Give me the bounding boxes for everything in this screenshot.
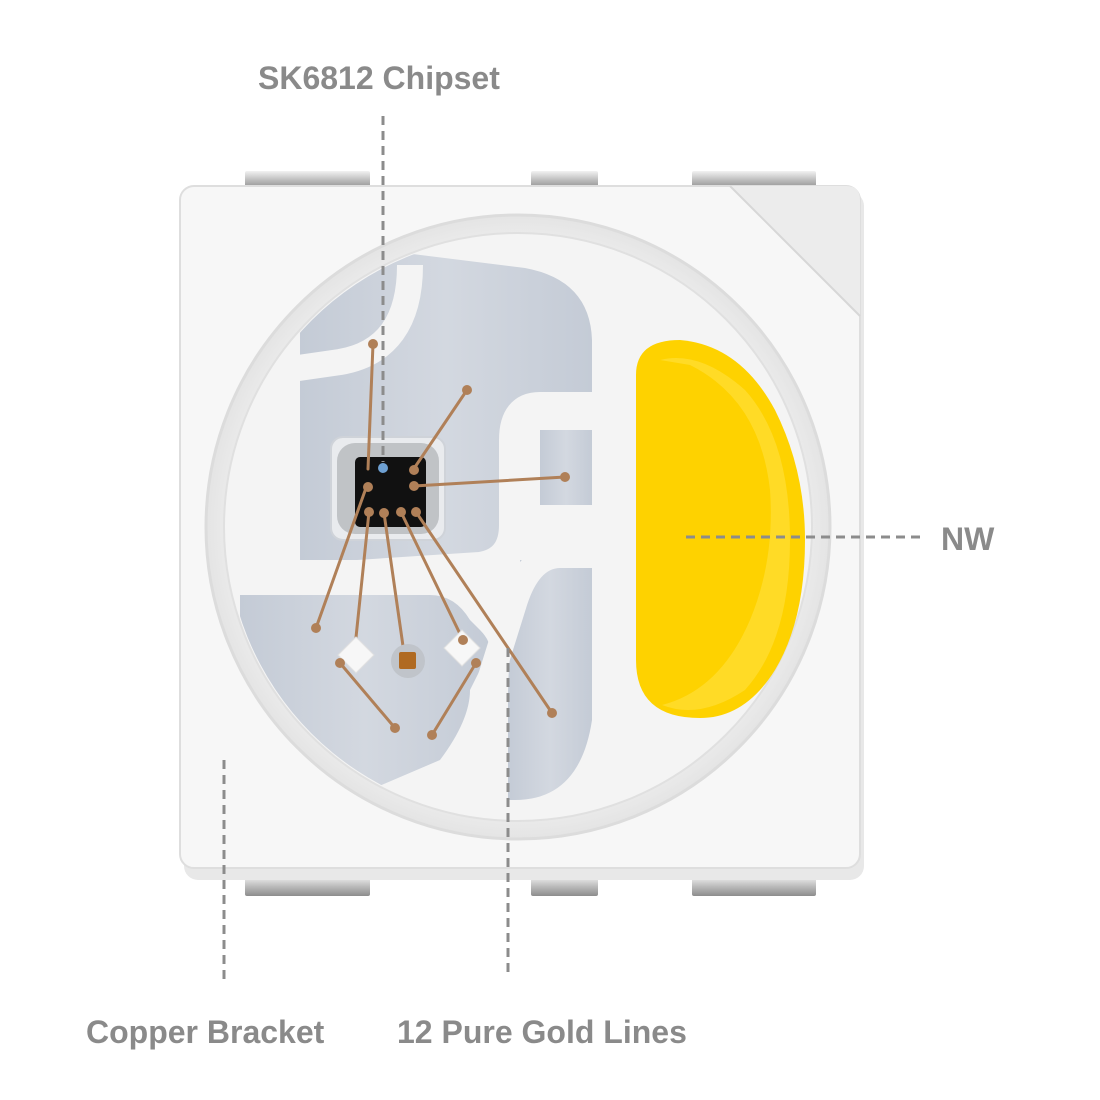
bottom-pins (245, 876, 816, 896)
bracket-pad-lower-right (508, 560, 592, 800)
bracket-pad-right (540, 430, 592, 505)
wire-bonds (311, 339, 570, 740)
gold-wire (353, 510, 371, 649)
label-sk6812-chipset: SK6812 Chipset (258, 60, 500, 96)
gold-wires (314, 342, 567, 737)
pin-top-middle (531, 171, 598, 189)
gold-wire (338, 661, 397, 730)
gold-wire (399, 510, 465, 642)
pin-bottom-left (245, 876, 370, 896)
gold-wire (314, 486, 368, 630)
pin-top-left (245, 171, 370, 189)
pin-bottom-right (692, 876, 816, 896)
pin-bottom-middle (531, 876, 598, 896)
gold-wire (411, 388, 469, 472)
bond-pads (337, 629, 481, 678)
sk6812-chip (330, 436, 446, 541)
gold-wire (414, 510, 554, 715)
label-gold-lines: 12 Pure Gold Lines (397, 1014, 687, 1050)
leader-lines (222, 116, 922, 985)
nw-led-emitter (636, 340, 805, 718)
gold-wire (382, 511, 407, 662)
blue-dot-icon (378, 463, 388, 473)
gold-wire (412, 475, 567, 488)
label-copper-bracket: Copper Bracket (86, 1014, 325, 1050)
label-nw: NW (941, 521, 995, 557)
top-pins (245, 171, 816, 189)
gold-wire (430, 661, 478, 737)
pin-top-right (692, 171, 816, 189)
gold-wire (366, 342, 375, 471)
